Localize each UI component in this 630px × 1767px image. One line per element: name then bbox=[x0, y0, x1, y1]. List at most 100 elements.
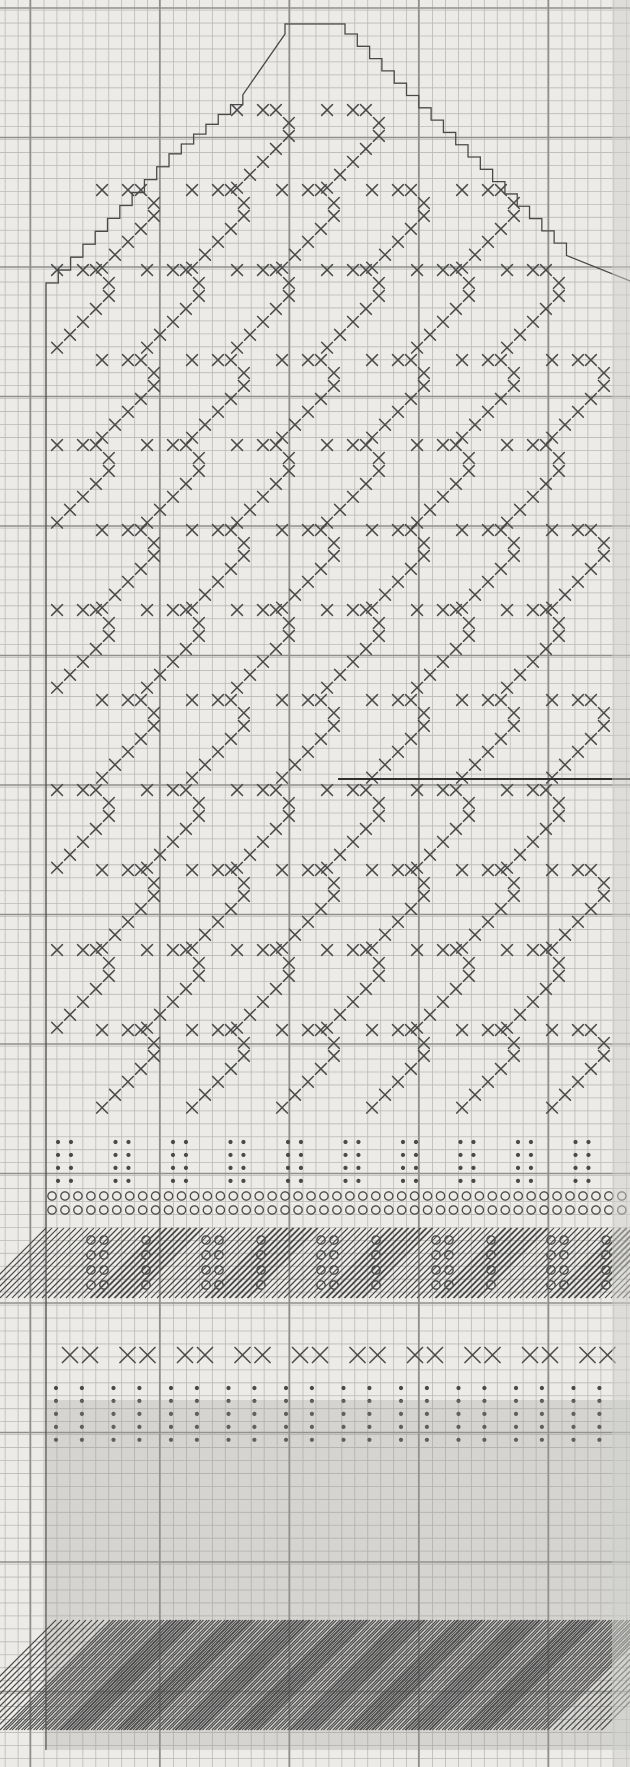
dot-symbol bbox=[195, 1386, 199, 1390]
dot-symbol bbox=[414, 1179, 418, 1183]
dot-symbol bbox=[356, 1166, 360, 1170]
dot-symbol bbox=[56, 1166, 60, 1170]
dot-symbol bbox=[586, 1153, 590, 1157]
dot-symbol bbox=[56, 1179, 60, 1183]
dot-symbol bbox=[401, 1166, 405, 1170]
dot-symbol bbox=[299, 1140, 303, 1144]
dot-symbol bbox=[573, 1140, 577, 1144]
dot-symbol bbox=[286, 1153, 290, 1157]
dot-symbol bbox=[458, 1166, 462, 1170]
dot-symbol bbox=[573, 1166, 577, 1170]
dot-symbol bbox=[284, 1386, 288, 1390]
dot-symbol bbox=[586, 1140, 590, 1144]
dot-symbol bbox=[137, 1386, 141, 1390]
dot-symbol bbox=[241, 1153, 245, 1157]
dot-symbol bbox=[516, 1179, 520, 1183]
dot-symbol bbox=[399, 1386, 403, 1390]
dot-symbol bbox=[341, 1386, 345, 1390]
dot-symbol bbox=[113, 1166, 117, 1170]
dot-symbol bbox=[56, 1153, 60, 1157]
dot-symbol bbox=[529, 1153, 533, 1157]
dot-symbol bbox=[184, 1140, 188, 1144]
dot-symbol bbox=[228, 1166, 232, 1170]
dot-symbol bbox=[586, 1179, 590, 1183]
dot-symbol bbox=[54, 1386, 58, 1390]
dot-symbol bbox=[171, 1179, 175, 1183]
dot-symbol bbox=[126, 1153, 130, 1157]
dot-symbol bbox=[573, 1153, 577, 1157]
dot-symbol bbox=[514, 1386, 518, 1390]
dot-symbol bbox=[401, 1153, 405, 1157]
dot-symbol bbox=[226, 1386, 230, 1390]
dot-symbol bbox=[529, 1166, 533, 1170]
dot-symbol bbox=[286, 1179, 290, 1183]
dot-symbol bbox=[482, 1386, 486, 1390]
dot-symbol bbox=[80, 1386, 84, 1390]
dot-symbol bbox=[252, 1386, 256, 1390]
dot-symbol bbox=[343, 1179, 347, 1183]
dot-symbol bbox=[299, 1179, 303, 1183]
dot-symbol bbox=[69, 1153, 73, 1157]
dot-symbol bbox=[299, 1153, 303, 1157]
dot-symbol bbox=[471, 1140, 475, 1144]
dot-symbol bbox=[343, 1166, 347, 1170]
dot-symbol bbox=[597, 1386, 601, 1390]
dot-symbol bbox=[425, 1386, 429, 1390]
dot-symbol bbox=[113, 1153, 117, 1157]
dot-symbol bbox=[471, 1179, 475, 1183]
dot-symbol bbox=[573, 1179, 577, 1183]
dot-symbol bbox=[516, 1166, 520, 1170]
dot-symbol bbox=[458, 1140, 462, 1144]
dot-symbol bbox=[228, 1153, 232, 1157]
dot-symbol bbox=[529, 1140, 533, 1144]
dot-symbol bbox=[111, 1386, 115, 1390]
dot-symbol bbox=[286, 1166, 290, 1170]
dot-symbol bbox=[401, 1140, 405, 1144]
dot-symbol bbox=[241, 1166, 245, 1170]
dot-symbol bbox=[126, 1179, 130, 1183]
dot-symbol bbox=[299, 1166, 303, 1170]
dot-symbol bbox=[471, 1166, 475, 1170]
dot-symbol bbox=[401, 1179, 405, 1183]
dot-symbol bbox=[286, 1140, 290, 1144]
dot-symbol bbox=[471, 1153, 475, 1157]
dot-symbol bbox=[414, 1166, 418, 1170]
dot-symbol bbox=[586, 1166, 590, 1170]
page-edge-shadow bbox=[612, 0, 630, 1767]
dot-symbol bbox=[310, 1386, 314, 1390]
dot-symbol bbox=[414, 1153, 418, 1157]
dot-symbol bbox=[343, 1140, 347, 1144]
dot-symbol bbox=[356, 1179, 360, 1183]
dot-symbol bbox=[241, 1179, 245, 1183]
dot-symbol bbox=[171, 1153, 175, 1157]
dot-symbol bbox=[571, 1386, 575, 1390]
dot-symbol bbox=[184, 1179, 188, 1183]
dot-symbol bbox=[184, 1166, 188, 1170]
dot-symbol bbox=[171, 1166, 175, 1170]
dot-symbol bbox=[356, 1140, 360, 1144]
dot-symbol bbox=[516, 1140, 520, 1144]
dot-symbol bbox=[456, 1386, 460, 1390]
dot-symbol bbox=[414, 1140, 418, 1144]
dot-symbol bbox=[126, 1140, 130, 1144]
dot-symbol bbox=[69, 1166, 73, 1170]
dot-symbol bbox=[69, 1140, 73, 1144]
dot-symbol bbox=[184, 1153, 188, 1157]
dot-symbol bbox=[540, 1386, 544, 1390]
dot-symbol bbox=[529, 1179, 533, 1183]
dot-symbol bbox=[69, 1179, 73, 1183]
dot-symbol bbox=[113, 1140, 117, 1144]
dot-symbol bbox=[56, 1140, 60, 1144]
dot-symbol bbox=[228, 1179, 232, 1183]
dot-symbol bbox=[228, 1140, 232, 1144]
dot-symbol bbox=[171, 1140, 175, 1144]
dot-symbol bbox=[241, 1140, 245, 1144]
dot-symbol bbox=[458, 1179, 462, 1183]
dot-symbol bbox=[126, 1166, 130, 1170]
dot-symbol bbox=[516, 1153, 520, 1157]
dot-symbol bbox=[113, 1179, 117, 1183]
dot-symbol bbox=[343, 1153, 347, 1157]
dot-symbol bbox=[356, 1153, 360, 1157]
dot-symbol bbox=[367, 1386, 371, 1390]
